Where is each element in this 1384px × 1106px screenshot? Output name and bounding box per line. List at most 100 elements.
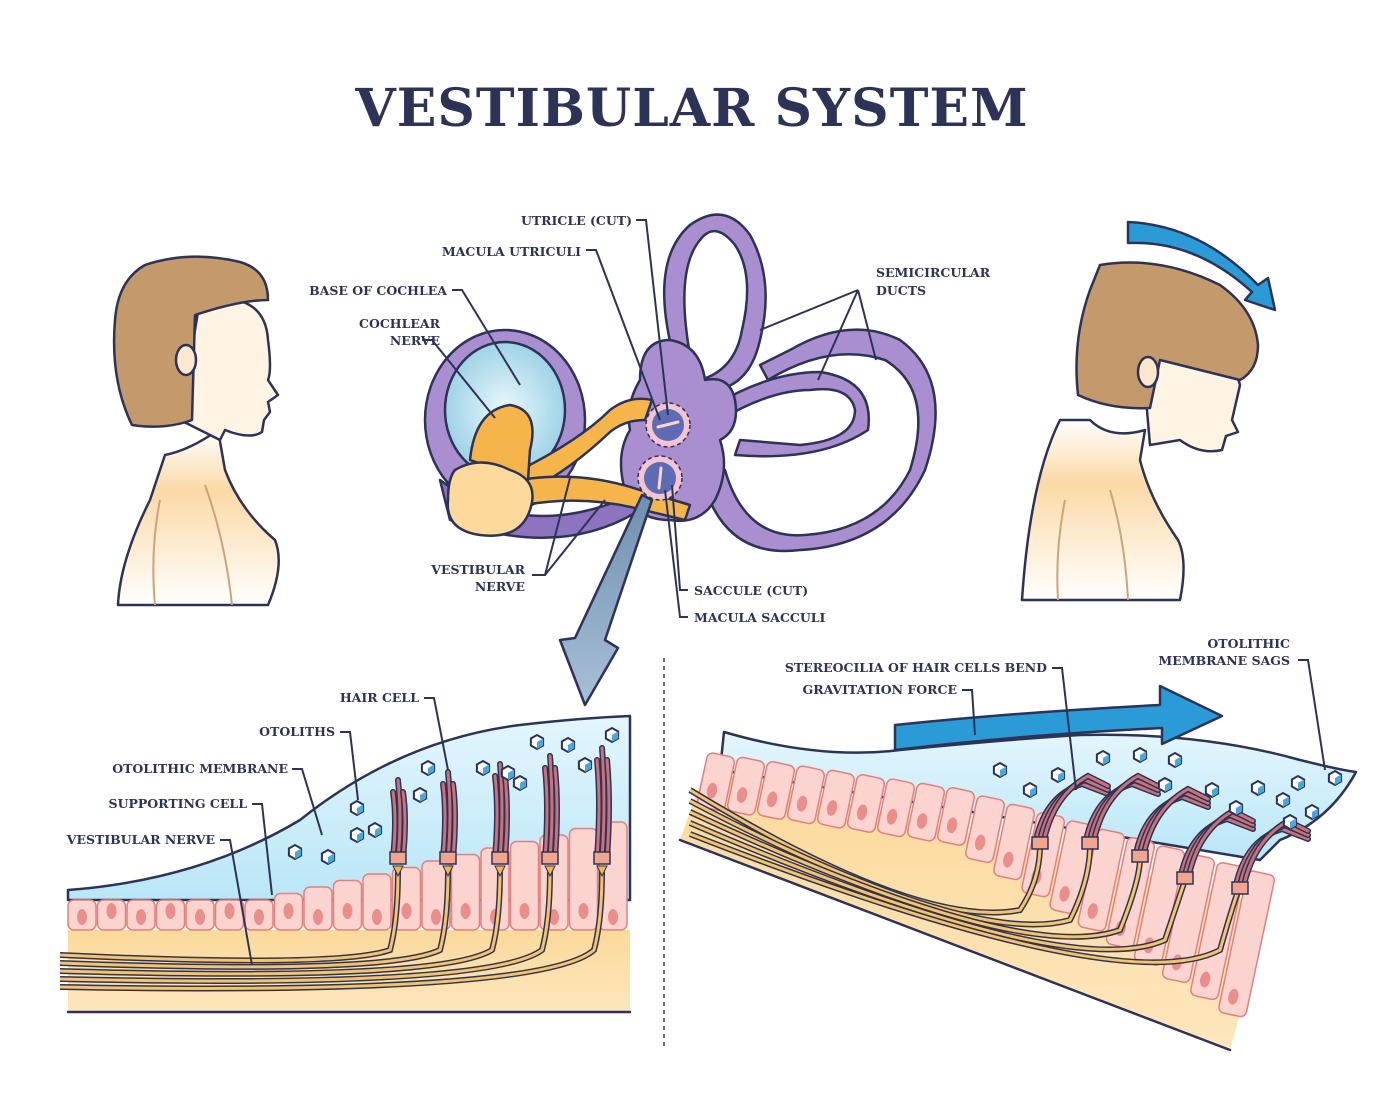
hair-cell-body: [439, 851, 457, 865]
supporting-cell: [846, 774, 886, 833]
tilted-otolithic-membrane: [718, 730, 1358, 862]
label-vestibular-nerve-line1: VESTIBULAR: [430, 562, 525, 577]
cell-nucleus: [946, 817, 958, 834]
nerve-trunk: [446, 461, 534, 537]
cell-nucleus: [313, 909, 323, 925]
cell-nucleus: [401, 903, 412, 919]
supporting-cell: [1218, 870, 1276, 1018]
hair-cell-body: [491, 851, 509, 865]
cell-nucleus: [736, 787, 748, 803]
upright-macula-panel: [59, 714, 632, 1014]
supporting-cell: [726, 756, 766, 816]
label-saccule-cut: SACCULE (CUT): [694, 583, 808, 598]
supporting-cell: [303, 886, 333, 931]
supporting-cell: [786, 765, 826, 825]
label-utricle-cut: UTRICLE (CUT): [521, 213, 632, 228]
label-vestibular-nerve-bottom: VESTIBULAR NERVE: [66, 832, 215, 847]
cell-nucleus: [1087, 903, 1098, 919]
supporting-cell: [876, 778, 916, 838]
supporting-cell: [1190, 862, 1246, 1001]
cell-nucleus: [254, 909, 264, 925]
upright-ear: [174, 343, 198, 377]
upright-otoliths: [287, 726, 620, 866]
label-cochlear-nerve-line2: NERVE: [390, 333, 440, 348]
cell-nucleus: [796, 795, 808, 812]
supporting-cell: [936, 787, 976, 846]
upright-panel-leaders: [220, 697, 449, 966]
label-macula-utriculi: MACULA UTRICULI: [442, 244, 581, 259]
upright-face: [178, 297, 280, 442]
upright-body: [116, 428, 280, 607]
hair-cell-body: [593, 851, 611, 865]
head-tilt-arrow-icon: [1126, 220, 1277, 312]
vestibular-nerve-branch-upper: [518, 397, 654, 492]
cell-nucleus: [975, 834, 986, 851]
supporting-cell: [450, 853, 481, 931]
label-hair-cell: HAIR CELL: [340, 690, 419, 705]
diagram-title: VESTIBULAR SYSTEM: [355, 78, 1029, 139]
tilted-body: [1020, 418, 1185, 602]
tilted-panel-leaders: [962, 659, 1326, 791]
tilted-macula-panel: [678, 684, 1358, 1052]
cell-nucleus: [165, 903, 176, 919]
cell-nucleus: [372, 909, 382, 925]
label-semicircular-ducts-line1: SEMICIRCULAR: [876, 265, 991, 280]
cell-nucleus: [1003, 851, 1014, 868]
cell-nucleus: [431, 909, 441, 925]
label-membrane-sags-line2: MEMBRANE SAGS: [1158, 653, 1290, 668]
hair-cell-body: [1231, 881, 1249, 895]
tilted-hair: [1075, 261, 1260, 410]
tilted-person-figure: [1020, 220, 1277, 602]
cell-nucleus: [195, 909, 205, 925]
cell-nucleus: [77, 909, 87, 925]
cell-nucleus: [1200, 971, 1211, 988]
cell-nucleus: [460, 903, 471, 919]
zoom-arrow-icon: [558, 493, 654, 707]
cell-nucleus: [766, 791, 778, 808]
cell-nucleus: [826, 800, 838, 816]
cell-nucleus: [519, 903, 530, 919]
cell-nucleus: [342, 903, 353, 919]
label-base-of-cochlea: BASE OF COCHLEA: [309, 283, 447, 298]
cell-nucleus: [283, 903, 294, 919]
hair-cell-body: [541, 851, 559, 865]
upright-hair-cells: [389, 745, 612, 878]
cell-nucleus: [224, 903, 235, 919]
cell-nucleus: [1228, 988, 1239, 1005]
label-semicircular-ducts-line2: DUCTS: [876, 283, 926, 298]
hair-cell-body: [389, 851, 407, 865]
label-membrane-sags-line1: OTOLITHIC: [1207, 636, 1290, 651]
inner-ear-illustration: [423, 213, 937, 707]
supporting-cell: [756, 761, 796, 820]
supporting-cell: [509, 840, 540, 931]
supporting-cell: [816, 769, 856, 829]
upright-hair: [112, 255, 270, 428]
label-cochlear-nerve-line1: COCHLEAR: [359, 316, 441, 331]
cell-nucleus: [856, 804, 868, 821]
supporting-cell: [362, 873, 392, 931]
cell-nucleus: [549, 909, 559, 925]
upright-vestibular-nerve-fibers: [59, 869, 605, 992]
label-macula-sacculi: MACULA SACCULI: [694, 610, 826, 625]
label-stereocilia-bend: STEREOCILIA OF HAIR CELLS BEND: [785, 660, 1047, 675]
label-otoliths: OTOLITHS: [259, 724, 335, 739]
tilted-hair-cells: [1031, 772, 1311, 895]
label-vestibular-nerve-line2: NERVE: [475, 579, 525, 594]
gravity-arrow-icon: [893, 684, 1224, 752]
supporting-cell: [568, 827, 599, 931]
cell-nucleus: [608, 909, 618, 925]
cochlear-nerve: [468, 403, 534, 482]
cell-nucleus: [1059, 886, 1070, 902]
lateral-semicircular-duct: [713, 370, 871, 458]
cell-nucleus: [106, 903, 117, 919]
macula-sacculi: [637, 455, 683, 501]
hair-cell-body: [1081, 836, 1099, 850]
cell-nucleus: [578, 903, 589, 919]
inner-ear-leaders: [422, 219, 877, 618]
upright-person-figure: [112, 255, 280, 607]
hair-cell-body: [1176, 871, 1194, 885]
cell-nucleus: [706, 782, 718, 799]
hair-cell-body: [1031, 836, 1049, 850]
posterior-semicircular-duct: [698, 328, 937, 553]
